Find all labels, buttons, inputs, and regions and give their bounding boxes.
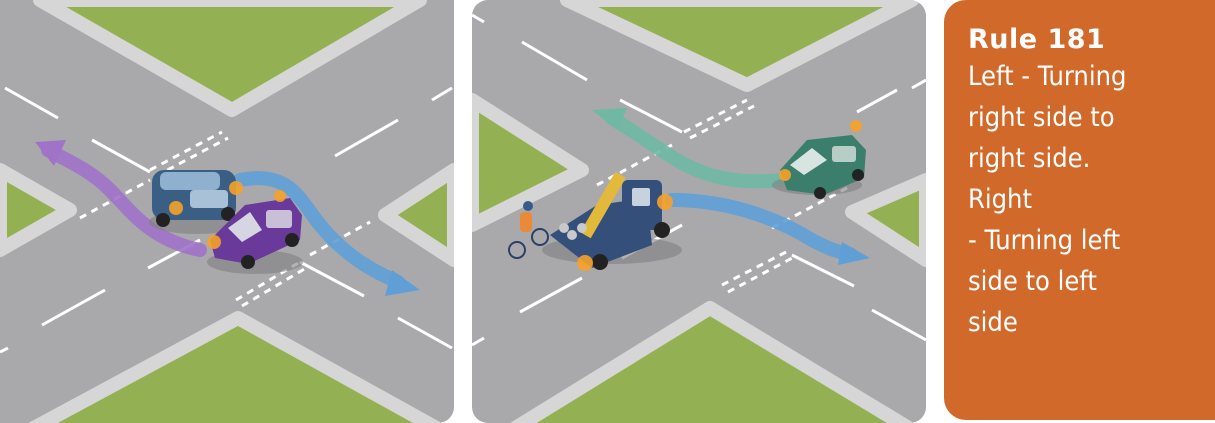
caption-line: side bbox=[968, 307, 1018, 338]
caption-line: side to left bbox=[968, 266, 1097, 297]
caption-line: - Turning left bbox=[968, 225, 1121, 256]
rule-title: Rule 181 bbox=[968, 24, 1106, 55]
purple-arrow-path bbox=[41, 143, 207, 257]
grass-right bbox=[378, 163, 454, 267]
cyclist bbox=[508, 201, 549, 259]
green-car bbox=[772, 120, 866, 199]
blue-car bbox=[149, 170, 245, 234]
lane-markings bbox=[0, 86, 453, 354]
grass-left bbox=[0, 163, 77, 257]
purple-arrow-head bbox=[35, 140, 66, 166]
right-junction-diagram bbox=[472, 0, 926, 423]
caption-line: Left - Turning bbox=[968, 61, 1127, 92]
indicator-light bbox=[229, 181, 243, 195]
purple-car bbox=[207, 190, 303, 274]
grass-top bbox=[33, 0, 427, 117]
junction-illustration-left bbox=[0, 0, 454, 423]
indicator-light bbox=[207, 235, 221, 249]
junction-illustration-right bbox=[472, 0, 926, 423]
caption-line: right side to bbox=[968, 102, 1115, 133]
indicator-light bbox=[779, 169, 791, 181]
caption-line: right side. bbox=[968, 143, 1091, 174]
indicator-light bbox=[657, 194, 673, 210]
grass-top bbox=[560, 0, 919, 92]
indicator-light bbox=[850, 120, 862, 132]
grass-left bbox=[472, 93, 589, 232]
blue-arrow-head bbox=[385, 270, 420, 296]
left-junction-diagram bbox=[0, 0, 454, 423]
teal-arrow-head bbox=[592, 108, 627, 130]
blue-arrow-path bbox=[233, 171, 405, 289]
blue-arrow-head bbox=[838, 242, 870, 265]
indicator-light bbox=[274, 190, 286, 202]
flatbed-truck bbox=[542, 171, 682, 271]
grass-right bbox=[845, 173, 926, 267]
indicator-light bbox=[169, 201, 183, 215]
teal-arrow-path bbox=[605, 111, 789, 189]
blue-arrow-path bbox=[665, 193, 857, 261]
grass-bottom bbox=[28, 311, 442, 423]
rule-caption-panel: Rule 181 Left - Turning right side to ri… bbox=[944, 0, 1215, 420]
indicator-light bbox=[577, 255, 593, 271]
grass-bottom bbox=[510, 301, 914, 423]
caption-line: Right bbox=[968, 184, 1032, 215]
